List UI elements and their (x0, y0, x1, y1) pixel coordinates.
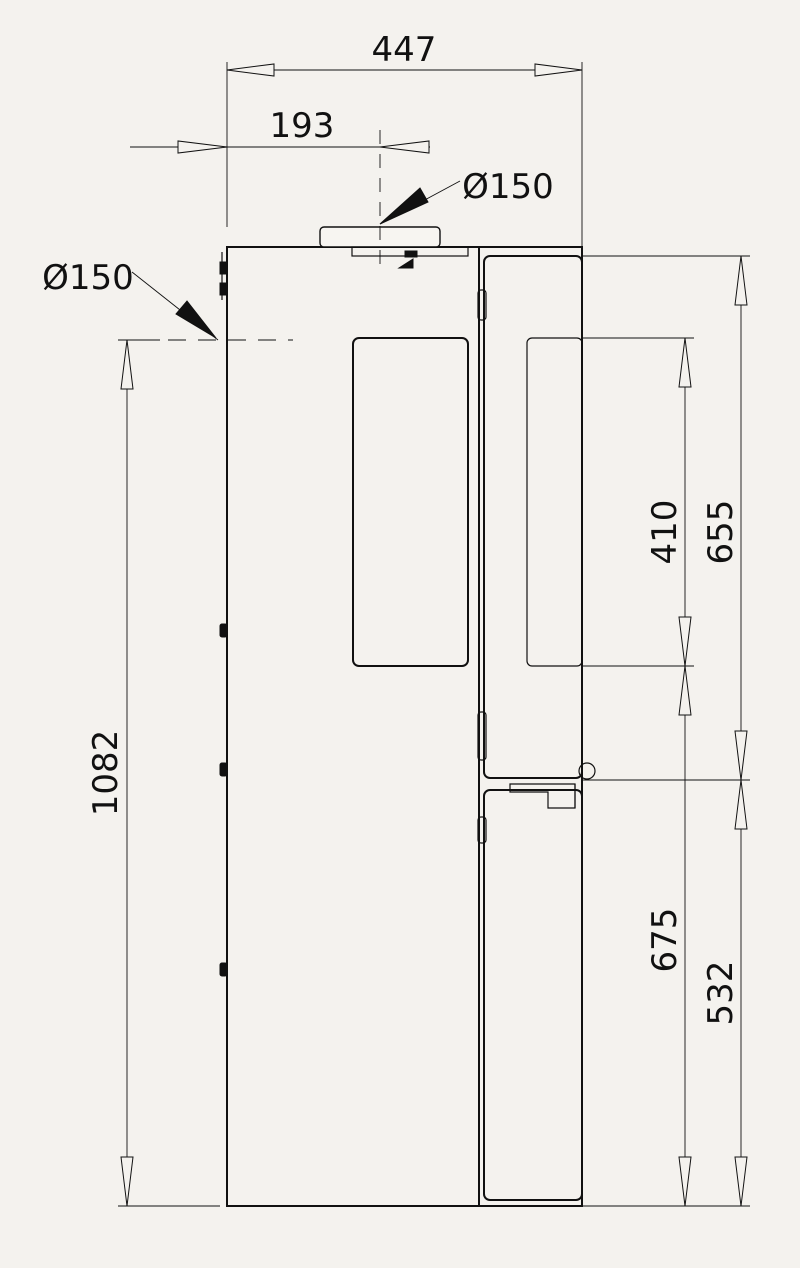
top-flue-bracket (404, 250, 418, 258)
top-flue-diameter-label: Ø150 (462, 167, 554, 207)
height-1082-label: 1082 (86, 730, 126, 817)
rear-flue-diameter-label: Ø150 (42, 258, 134, 298)
height-675-bottom-arrow-icon (678, 1156, 692, 1207)
height-410-top-arrow-icon (678, 337, 692, 388)
side-window-cutout (526, 337, 583, 667)
height-532-label: 532 (701, 961, 741, 1026)
height-675-top-arrow-icon (678, 665, 692, 716)
height-655-top-arrow-icon (734, 255, 748, 306)
height-410-bottom-arrow-icon (678, 616, 692, 667)
height-410-label: 410 (645, 500, 685, 565)
height-532-top-arrow-icon (734, 779, 748, 830)
height-655-label: 655 (701, 500, 741, 565)
rear-flue-clip-top (219, 261, 227, 275)
height-532-bottom-arrow-icon (734, 1156, 748, 1207)
ash-pan-bracket (509, 783, 576, 809)
rear-flue-clip-bottom (219, 282, 227, 296)
side-bolt-3 (219, 962, 228, 977)
door-handle-knob (578, 762, 596, 780)
offset-arrow-left-icon (177, 140, 228, 154)
side-bolt-2 (219, 762, 228, 777)
top-flue-leader-arrow-icon (379, 187, 429, 225)
flue-small-triangle (397, 258, 414, 269)
height-1082-bottom-arrow-icon (120, 1156, 134, 1207)
width-dimension-label: 447 (372, 30, 437, 70)
width-arrow-right-icon (534, 63, 583, 77)
upper-hinge (477, 289, 487, 321)
width-arrow-left-icon (226, 63, 275, 77)
rear-flue-leader-arrow-icon (175, 300, 217, 339)
offset-arrow-right-icon (379, 140, 430, 154)
front-glass-window (352, 337, 469, 667)
height-675-label: 675 (645, 908, 685, 973)
flue-offset-label: 193 (270, 106, 335, 146)
side-bolt-1 (219, 623, 228, 638)
middle-hinge (477, 711, 487, 761)
upper-side-panel (483, 255, 583, 779)
stove-side-outline (478, 246, 583, 1207)
height-1082-top-arrow-icon (120, 339, 134, 390)
lower-side-panel (483, 789, 583, 1201)
height-655-bottom-arrow-icon (734, 730, 748, 781)
lower-hinge (477, 816, 487, 844)
